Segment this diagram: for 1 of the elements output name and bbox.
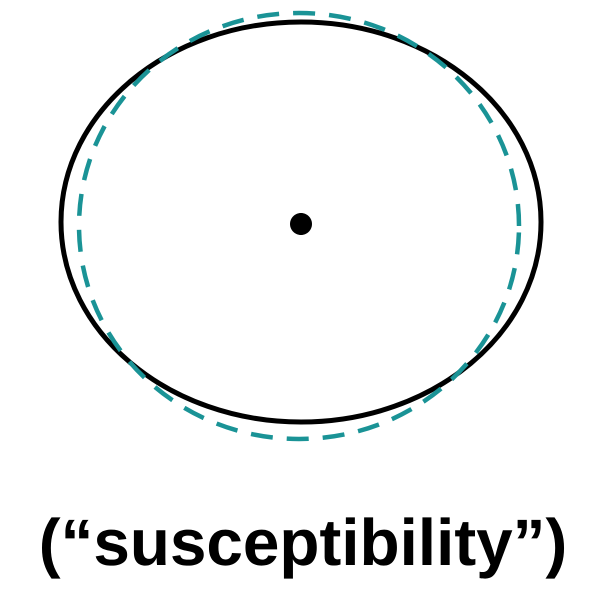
caption-label: (“susceptibility”) [42, 517, 564, 579]
